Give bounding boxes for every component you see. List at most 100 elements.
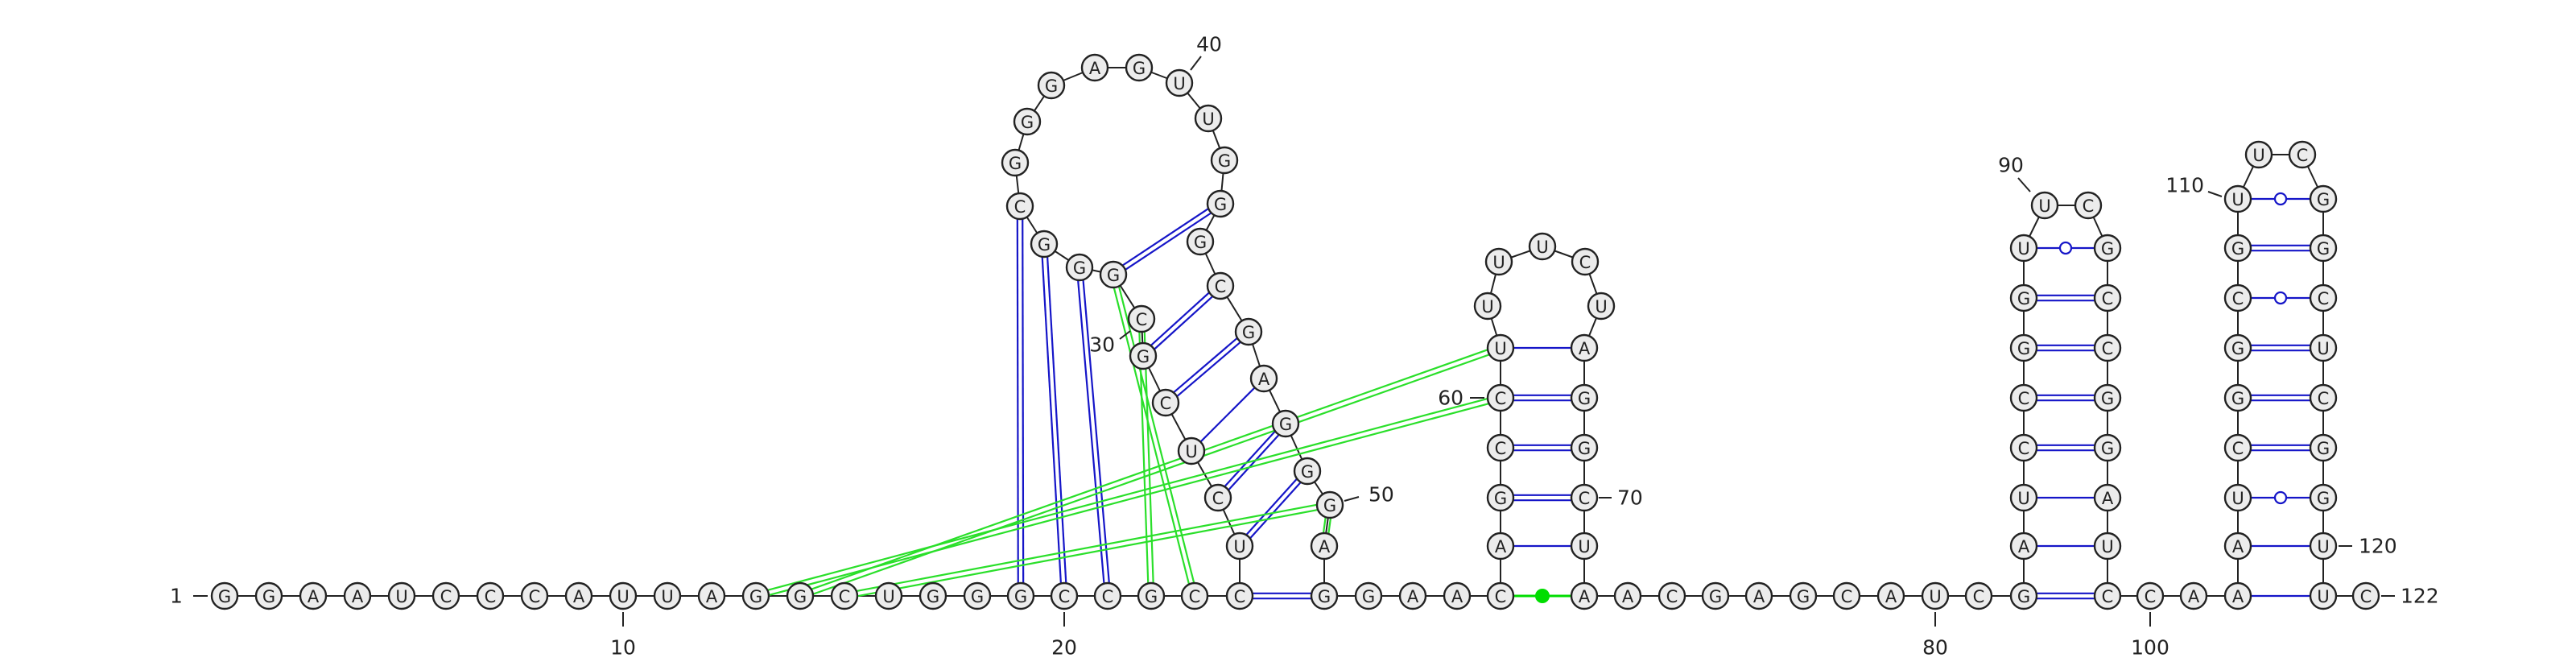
nucleotide: G [1701,581,1730,610]
nucleotide: C [2009,433,2038,462]
nucleotide-letter: G [262,587,275,606]
nucleotide-circle [1005,192,1034,221]
nucleotide-letter: U [1492,253,1505,272]
nucleotide-letter: U [2317,587,2329,606]
nucleotide-circle [1225,532,1254,561]
backbone-layer [225,67,2366,597]
position-number: 40 [1196,33,1222,56]
nucleotide: U [1473,292,1502,321]
nucleotide-letter: G [2317,239,2330,259]
nucleotide-circle [2223,383,2252,412]
nucleotide-letter: C [1579,489,1591,508]
nucleotide: G [2009,283,2038,312]
nucleotide-letter: U [2231,190,2244,209]
nucleotide-letter: U [395,587,407,606]
nucleotide: C [1127,304,1156,333]
nucleotide-letter: G [2101,439,2114,458]
nucleotide-letter: U [2317,339,2329,358]
nucleotide-circle [2093,581,2122,610]
base-pair-line [1077,280,1105,584]
nucleotide-circle [1206,189,1235,218]
nucleotide-circle [2351,581,2380,610]
nucleotide-letter: C [1234,587,1246,606]
nucleotide: G [1570,433,1599,462]
nucleotide-letter: C [1059,587,1071,606]
nucleotide-letter: G [2317,489,2330,508]
nucleotide-letter: U [1233,537,1245,556]
nucleotide-letter: A [1258,370,1270,389]
nucleotide-letter: C [1495,439,1507,458]
nucleotide-letter: U [1929,587,1941,606]
nucleotide: U [1921,581,1950,610]
nucleotide-circle [1657,581,1686,610]
nucleotide-circle [1486,483,1515,512]
nucleotide: U [2309,581,2338,610]
nucleotide: U [1570,532,1599,561]
nucleotide-circle [1310,532,1339,561]
nucleotide-letter: C [2083,196,2095,216]
nucleotide-letter: C [1841,587,1853,606]
nucleotide-circle [2009,333,2038,362]
nucleotide: G [2009,581,2038,610]
nucleotide: G [2093,234,2122,263]
nucleotide: G [2309,483,2338,512]
nucleotide-letter: G [2231,389,2244,408]
nucleotide-circle [2309,234,2338,263]
nucleotide-circle [387,581,416,610]
nucleotide-circle [1587,292,1616,321]
nucleotide: A [343,581,372,610]
nucleotide-letter: A [2188,587,2200,606]
position-number: 10 [610,636,636,660]
nucleotide-circle [1486,383,1515,412]
nucleotide: G [1125,53,1154,82]
nucleotide-circle [1570,581,1599,610]
nucleotide: C [2009,383,2038,412]
nucleotide-circle [2093,234,2122,263]
base-pair-line [1125,212,1212,271]
nucleotide-circle [2309,532,2338,561]
nucleotide-letter: G [218,587,231,606]
gu-pair-marker [2273,291,2288,305]
nucleotide-letter: G [2231,239,2244,259]
nucleotide-circle [1225,581,1254,610]
nucleotide-circle [1125,53,1154,82]
nucleotide: C [431,581,460,610]
nucleotide: G [254,581,283,610]
nucleotide: A [1080,53,1109,82]
nucleotide-letter: C [2232,439,2244,458]
nucleotide: C [1657,581,1686,610]
nucleotide: G [1789,581,1818,610]
number-tick [2017,177,2031,192]
nucleotide-letter: G [1323,496,1336,515]
nucleotide: A [1249,364,1278,393]
nucleotide-circle [1570,532,1599,561]
nucleotide: U [2093,532,2122,561]
nucleotide-circle [1528,232,1557,261]
nucleotide-circle [2309,483,2338,512]
nucleotide-circle [2009,433,2038,462]
nucleotide: U [1177,436,1206,465]
nucleotide-letter: G [2317,439,2330,458]
nucleotide: A [2009,532,2038,561]
nucleotide: U [2223,483,2252,512]
position-number: 60 [1438,387,1463,410]
nucleotide-letter: C [2360,587,2372,606]
nucleotide-letter: A [1319,537,1331,556]
base-pair-line [1173,337,1238,394]
nucleotide-letter: C [2297,146,2309,165]
nucleotide: C [1486,581,1515,610]
nucleotide: U [2309,333,2338,362]
nucleotide-circle [1398,581,1427,610]
nucleotide-letter: G [1107,266,1120,285]
nucleotide-letter: A [706,587,718,606]
nucleotide-letter: A [2232,537,2244,556]
nucleotide: A [1570,333,1599,362]
nucleotide-letter: G [2317,190,2330,209]
nucleotide: G [2309,433,2338,462]
nucleotide-letter: C [2018,439,2030,458]
nucleotide: G [1030,230,1059,259]
nucleotide-letter: U [2017,239,2029,259]
nucleotide: U [609,581,638,610]
nucleotide: C [2093,581,2122,610]
nucleotide-letter: C [1495,587,1507,606]
